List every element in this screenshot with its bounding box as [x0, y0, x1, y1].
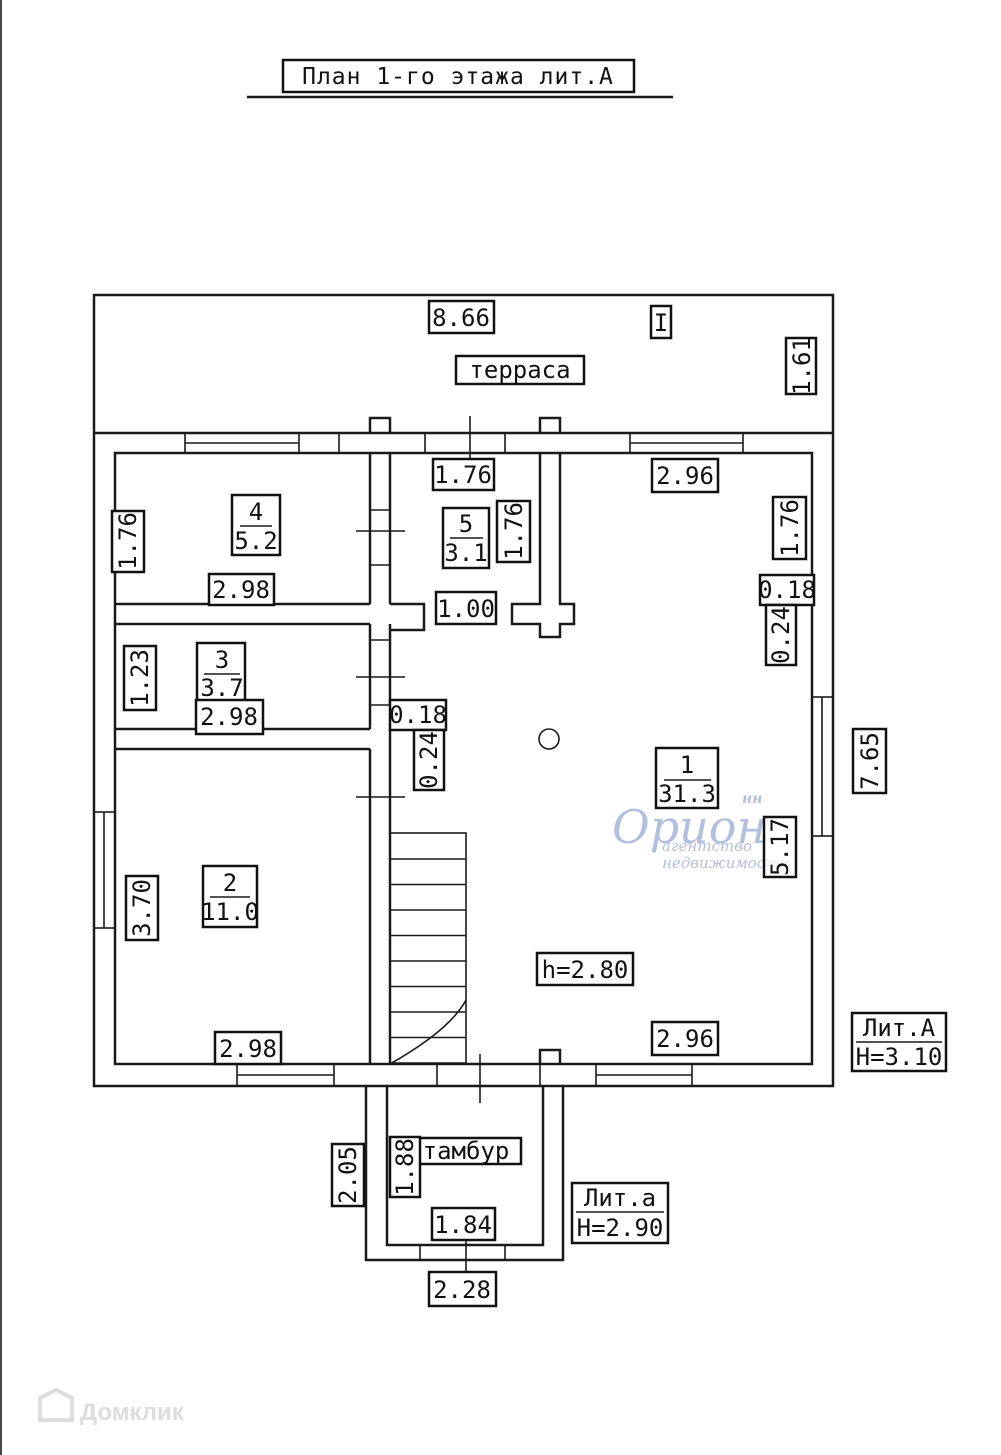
svg-text:2: 2	[223, 869, 237, 897]
svg-text:2.96: 2.96	[656, 1025, 714, 1053]
svg-text:H=2.90: H=2.90	[577, 1214, 664, 1242]
svg-text:h=2.80: h=2.80	[542, 956, 629, 984]
plan-title: План 1-го этажа лит.А	[247, 58, 673, 99]
svg-text:недвижимости: недвижимости	[662, 854, 789, 872]
lit-a-tag: Лит.аH=2.90	[570, 1181, 670, 1245]
room-5-tag: 53.1	[441, 506, 491, 570]
svg-text:3: 3	[215, 646, 229, 674]
svg-text:0.24: 0.24	[415, 731, 443, 789]
svg-text:План 1-го этажа лит.А: План 1-го этажа лит.А	[302, 64, 614, 90]
svg-text:1.88: 1.88	[391, 1138, 419, 1196]
svg-text:Лит.А: Лит.А	[863, 1014, 936, 1042]
terrace-width-label: 8.66	[427, 299, 496, 335]
terrace-depth-label: 1.61	[784, 336, 818, 396]
room-4-tag: 45.2	[230, 493, 282, 557]
svg-text:0.24: 0.24	[767, 606, 795, 664]
entry-door	[436, 1063, 541, 1087]
svg-text:31.3: 31.3	[658, 780, 716, 808]
svg-text:I: I	[654, 309, 668, 337]
svg-text:0.18: 0.18	[389, 701, 447, 729]
svg-text:5: 5	[459, 510, 473, 538]
svg-text:нн: нн	[742, 791, 762, 807]
svg-text:4: 4	[249, 498, 263, 526]
room-3-tag: 33.7	[195, 641, 247, 705]
svg-text:1.76: 1.76	[114, 512, 142, 570]
svg-text:2.98: 2.98	[200, 703, 258, 731]
svg-text:7.65: 7.65	[856, 732, 884, 790]
room-2-tag: 211.0	[201, 864, 259, 929]
svg-text:Лит.а: Лит.а	[584, 1184, 656, 1212]
svg-text:2.28: 2.28	[433, 1276, 491, 1304]
svg-text:1.00: 1.00	[437, 595, 495, 623]
svg-text:1.76: 1.76	[434, 461, 492, 489]
svg-text:1.76: 1.76	[776, 499, 804, 557]
terrace-label: терраса	[454, 354, 586, 386]
labels: 8.66 I терраса 1.61 45.2 1.76 2.98 53.1 …	[110, 299, 948, 1308]
svg-text:3.1: 3.1	[444, 539, 487, 567]
svg-text:H=3.10: H=3.10	[856, 1043, 943, 1071]
svg-text:2.98: 2.98	[219, 1035, 277, 1063]
terrace-mark: I	[649, 304, 673, 340]
svg-text:3.70: 3.70	[128, 879, 156, 937]
svg-text:2.98: 2.98	[212, 576, 270, 604]
lit-A-tag: Лит.АH=3.10	[850, 1011, 948, 1073]
svg-text:Домклик: Домклик	[80, 1399, 185, 1426]
room-1-tag: 131.3	[654, 746, 720, 810]
svg-text:8.66: 8.66	[432, 304, 490, 332]
column-symbol	[538, 728, 560, 750]
svg-text:1: 1	[680, 751, 694, 779]
svg-text:1.23: 1.23	[126, 649, 154, 707]
svg-text:агентство: агентство	[662, 837, 752, 855]
domclick-logo: Домклик	[38, 1387, 185, 1426]
svg-text:5.17: 5.17	[766, 818, 794, 876]
svg-text:1.61: 1.61	[788, 337, 816, 395]
svg-text:0.18: 0.18	[758, 576, 816, 604]
svg-text:11.0: 11.0	[201, 898, 259, 926]
svg-text:3.7: 3.7	[200, 674, 243, 702]
windows	[93, 432, 834, 1103]
svg-text:2.96: 2.96	[656, 462, 714, 490]
svg-text:1.76: 1.76	[500, 502, 528, 560]
svg-text:5.2: 5.2	[234, 527, 277, 555]
svg-text:тамбур: тамбур	[423, 1137, 510, 1165]
agency-watermark: Орион нн агентство недвижимости	[612, 791, 789, 872]
svg-text:1.84: 1.84	[434, 1211, 492, 1239]
svg-text:терраса: терраса	[469, 356, 570, 384]
svg-text:2.05: 2.05	[334, 1146, 362, 1204]
staircase	[389, 832, 467, 1065]
